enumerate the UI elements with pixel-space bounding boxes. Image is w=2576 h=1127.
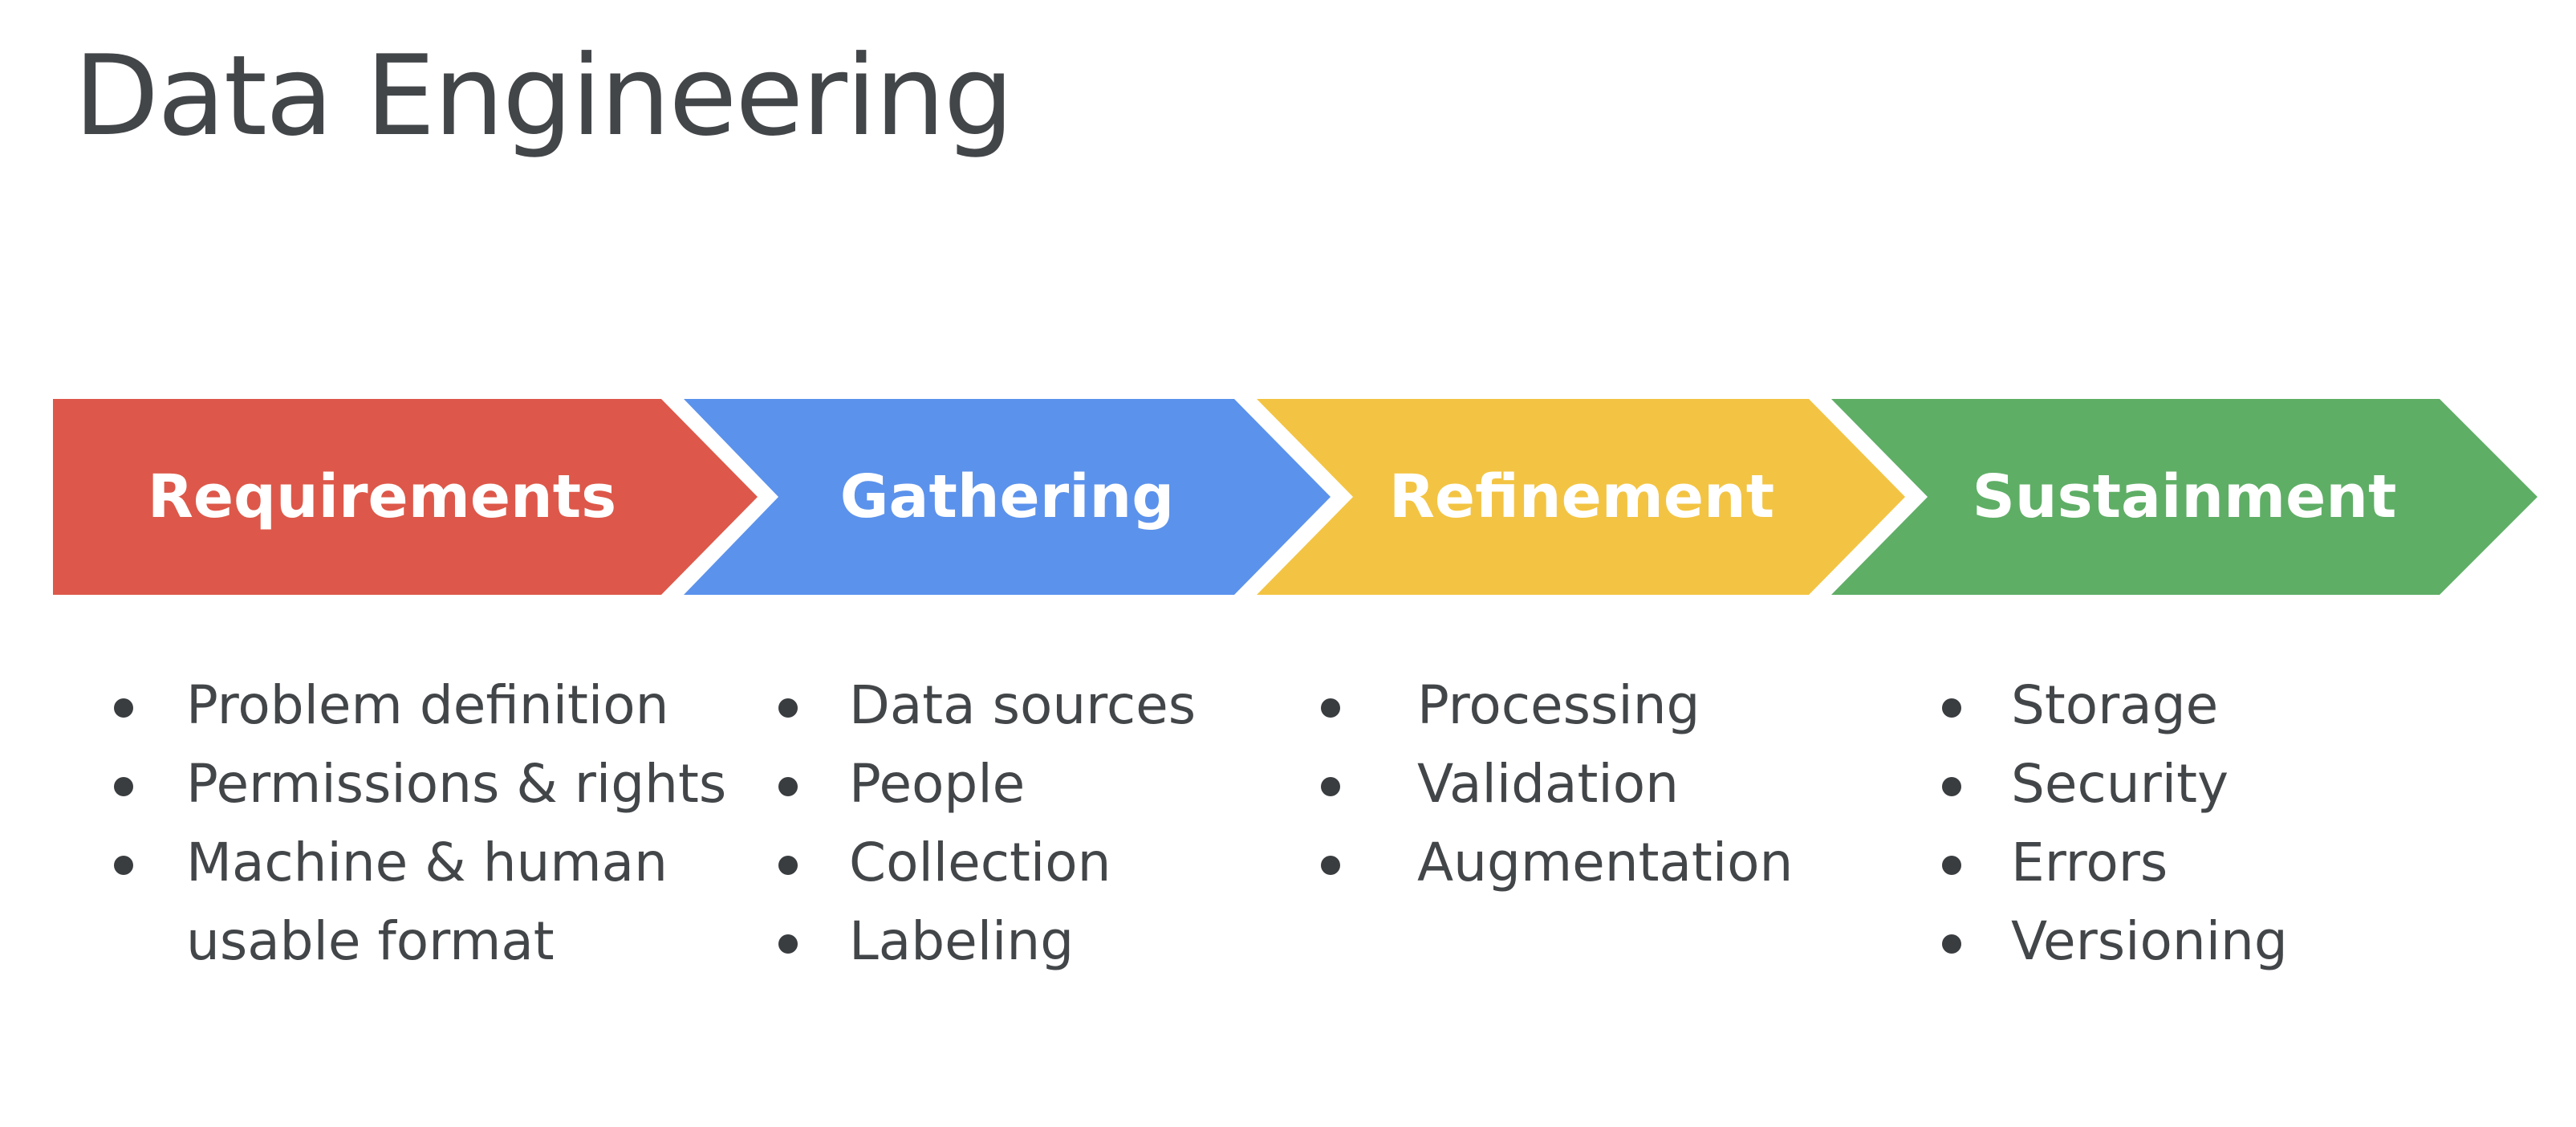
list-item: Processing — [1319, 666, 1793, 745]
bullet-icon — [114, 777, 133, 796]
list-item-text: Permissions & rights — [186, 753, 727, 815]
list-item-text: Storage — [2011, 674, 2219, 736]
refinement-arrow — [1257, 399, 1905, 595]
bullet-icon — [1942, 856, 1961, 875]
list-item-text: Processing — [1417, 674, 1700, 736]
requirements-arrow — [53, 399, 758, 595]
bullet-icon — [778, 856, 798, 875]
sustainment-label: Sustainment — [1972, 462, 2397, 531]
gathering-list: Data sources People Collection Labeling — [777, 666, 1196, 981]
gathering-label: Gathering — [839, 462, 1175, 531]
list-item: Augmentation — [1319, 824, 1793, 902]
list-item-text: Collection — [849, 832, 1111, 893]
list-item-text: usable format — [186, 910, 555, 972]
bullet-icon — [114, 698, 133, 718]
bullet-icon — [778, 934, 798, 954]
bullet-icon — [1942, 698, 1961, 718]
list-item: Problem definition — [112, 666, 726, 745]
bullet-icon — [1942, 934, 1961, 954]
bullet-icon — [1321, 856, 1340, 875]
gathering-arrow — [684, 399, 1331, 595]
refinement-label: Refinement — [1388, 462, 1775, 531]
list-item: Errors — [1940, 824, 2288, 902]
bullet-icon — [1942, 777, 1961, 796]
list-item: Storage — [1940, 666, 2288, 745]
list-item: Validation — [1319, 745, 1793, 824]
list-item-text: Validation — [1417, 753, 1679, 815]
requirements-list: Problem definition Permissions & rights … — [112, 666, 726, 981]
list-item-text: Machine & human — [186, 832, 668, 893]
bullet-icon — [1321, 698, 1340, 718]
list-item: Machine & human — [112, 824, 726, 902]
list-item: People — [777, 745, 1196, 824]
sustainment-arrow — [1831, 399, 2537, 595]
list-item: Versioning — [1940, 902, 2288, 981]
list-item: Data sources — [777, 666, 1196, 745]
refinement-list: Processing Validation Augmentation — [1319, 666, 1793, 902]
bullet-icon — [778, 698, 798, 718]
list-item-text: Errors — [2011, 832, 2168, 893]
bullet-icon — [778, 777, 798, 796]
list-item-text: People — [849, 753, 1026, 815]
bullet-icon — [1321, 777, 1340, 796]
list-item-text: Augmentation — [1417, 832, 1794, 893]
list-item-continuation: usable format — [112, 902, 726, 981]
list-item-text: Data sources — [849, 674, 1197, 736]
list-item: Labeling — [777, 902, 1196, 981]
bullet-icon — [114, 856, 133, 875]
list-item: Collection — [777, 824, 1196, 902]
list-item-text: Problem definition — [186, 674, 669, 736]
list-item: Security — [1940, 745, 2288, 824]
sustainment-list: Storage Security Errors Versioning — [1940, 666, 2288, 981]
page-title: Data Engineering — [74, 31, 1014, 161]
list-item-text: Security — [2011, 753, 2229, 815]
list-item-text: Labeling — [849, 910, 1075, 972]
requirements-label: Requirements — [147, 462, 617, 531]
list-item: Permissions & rights — [112, 745, 726, 824]
list-item-text: Versioning — [2011, 910, 2288, 972]
